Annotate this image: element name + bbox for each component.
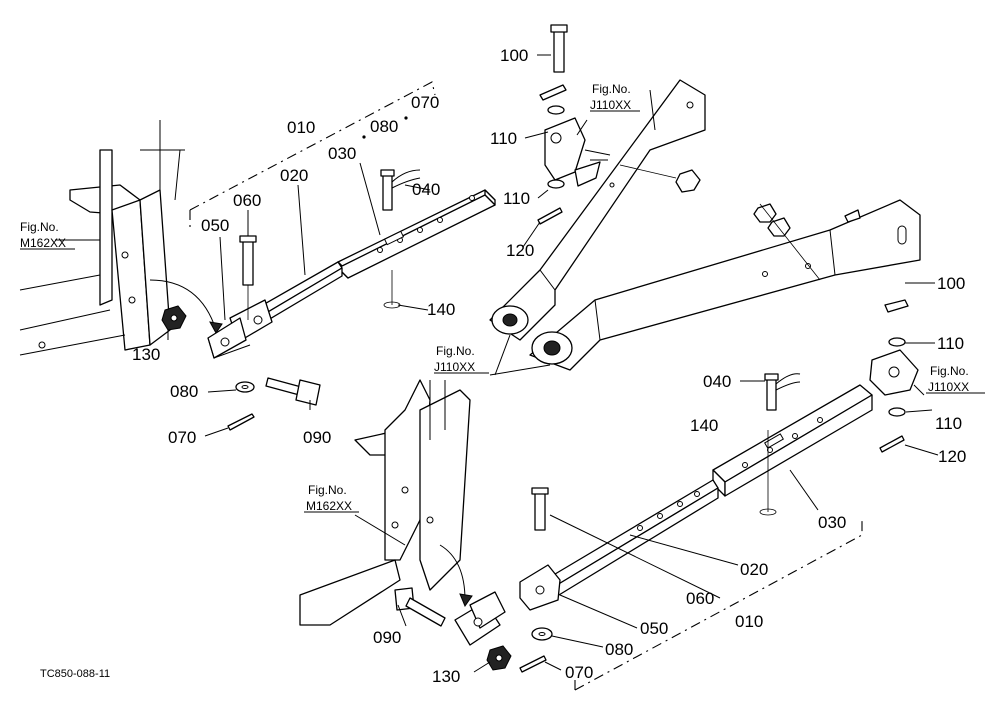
callout-030-top: 030 — [328, 144, 356, 163]
callout-060-top: 060 — [233, 191, 261, 210]
lower-link-arms — [489, 79, 921, 371]
right-bracket-assembly — [869, 299, 919, 453]
fig-ref-label-center: Fig.No. — [436, 344, 475, 358]
callout-020-top: 020 — [280, 166, 308, 185]
callout-110-d: 110 — [935, 414, 962, 433]
callout-010-bottom: 010 — [735, 612, 763, 631]
callout-labels: 100 110 110 120 010 080 070 030 020 040 … — [132, 46, 966, 686]
callout-120-right: 120 — [938, 447, 966, 466]
callout-140-top: 140 — [427, 300, 455, 319]
part-140-upper — [383, 270, 401, 309]
callout-060-bottom: 060 — [686, 589, 714, 608]
part-140-lower — [759, 430, 777, 516]
callout-080-bottom: 080 — [605, 640, 633, 659]
fig-ref-number-left-upper: M162XX — [20, 236, 66, 250]
callout-080-left: 080 — [170, 382, 198, 401]
fig-ref-label-left-upper: Fig.No. — [20, 220, 59, 234]
leader-lines — [55, 54, 939, 673]
callout-070-top: 070 — [411, 93, 439, 112]
separator-dot-2 — [404, 116, 408, 120]
tractor-frame-left — [19, 120, 223, 356]
callout-010-top: 010 — [287, 118, 315, 137]
callout-090-left: 090 — [303, 428, 331, 447]
pin-040-upper — [380, 169, 421, 211]
fig-ref-label-left-lower: Fig.No. — [308, 483, 347, 497]
callout-110-a: 110 — [490, 129, 517, 148]
callout-100-top: 100 — [500, 46, 528, 65]
nut-130-upper — [161, 305, 187, 331]
callout-080-top: 080 — [370, 117, 398, 136]
pin-060-upper — [239, 235, 257, 320]
callout-110-c: 110 — [937, 334, 964, 353]
upper-stabilizer-assembly — [207, 189, 496, 359]
fig-ref-label-right: Fig.No. — [930, 364, 969, 378]
fig-ref-number-top: J110XX — [590, 98, 631, 112]
bolt-090-upper — [265, 377, 321, 406]
callout-120-top: 120 — [506, 241, 534, 260]
group-boundary-lower — [574, 520, 863, 691]
separator-dot-1 — [362, 135, 366, 139]
nut-130-lower — [486, 645, 512, 671]
bolt-090-lower — [394, 587, 446, 627]
fig-ref-number-left-lower: M162XX — [306, 499, 352, 513]
callout-130-top: 130 — [132, 345, 160, 364]
callout-090-bottom: 090 — [373, 628, 401, 647]
callout-050-bottom: 050 — [640, 619, 668, 638]
tractor-frame-lower-left — [299, 379, 473, 626]
fig-ref-number-center: J110XX — [434, 360, 475, 374]
lower-stabilizer-assembly — [454, 384, 873, 646]
callout-070-bottom: 070 — [565, 663, 593, 682]
diagram-code: TC850-088-11 — [40, 668, 110, 680]
top-bracket-assembly — [537, 24, 611, 225]
callout-140-right: 140 — [690, 416, 718, 435]
callout-040-right: 040 — [703, 372, 731, 391]
callout-040-top: 040 — [412, 180, 440, 199]
callout-070-left: 070 — [168, 428, 196, 447]
cotter-070-upper — [227, 413, 255, 431]
fig-ref-number-right: J110XX — [928, 380, 969, 394]
callout-110-b: 110 — [503, 189, 530, 208]
group-boundary-upper — [189, 81, 436, 211]
washer-080-upper — [235, 381, 255, 393]
washer-080-lower — [531, 627, 553, 641]
fig-ref-label-top: Fig.No. — [592, 82, 631, 96]
callout-100-right: 100 — [937, 274, 965, 293]
callout-130-bottom: 130 — [432, 667, 460, 686]
cotter-070-lower — [519, 655, 547, 673]
callout-030-right: 030 — [818, 513, 846, 532]
callout-050-top: 050 — [201, 216, 229, 235]
figure-references: Fig.No. J110XX Fig.No. M162XX Fig.No. J1… — [20, 82, 985, 513]
pin-040-lower — [764, 373, 801, 411]
pin-060-lower — [531, 487, 549, 531]
callout-020-bottom: 020 — [740, 560, 768, 579]
